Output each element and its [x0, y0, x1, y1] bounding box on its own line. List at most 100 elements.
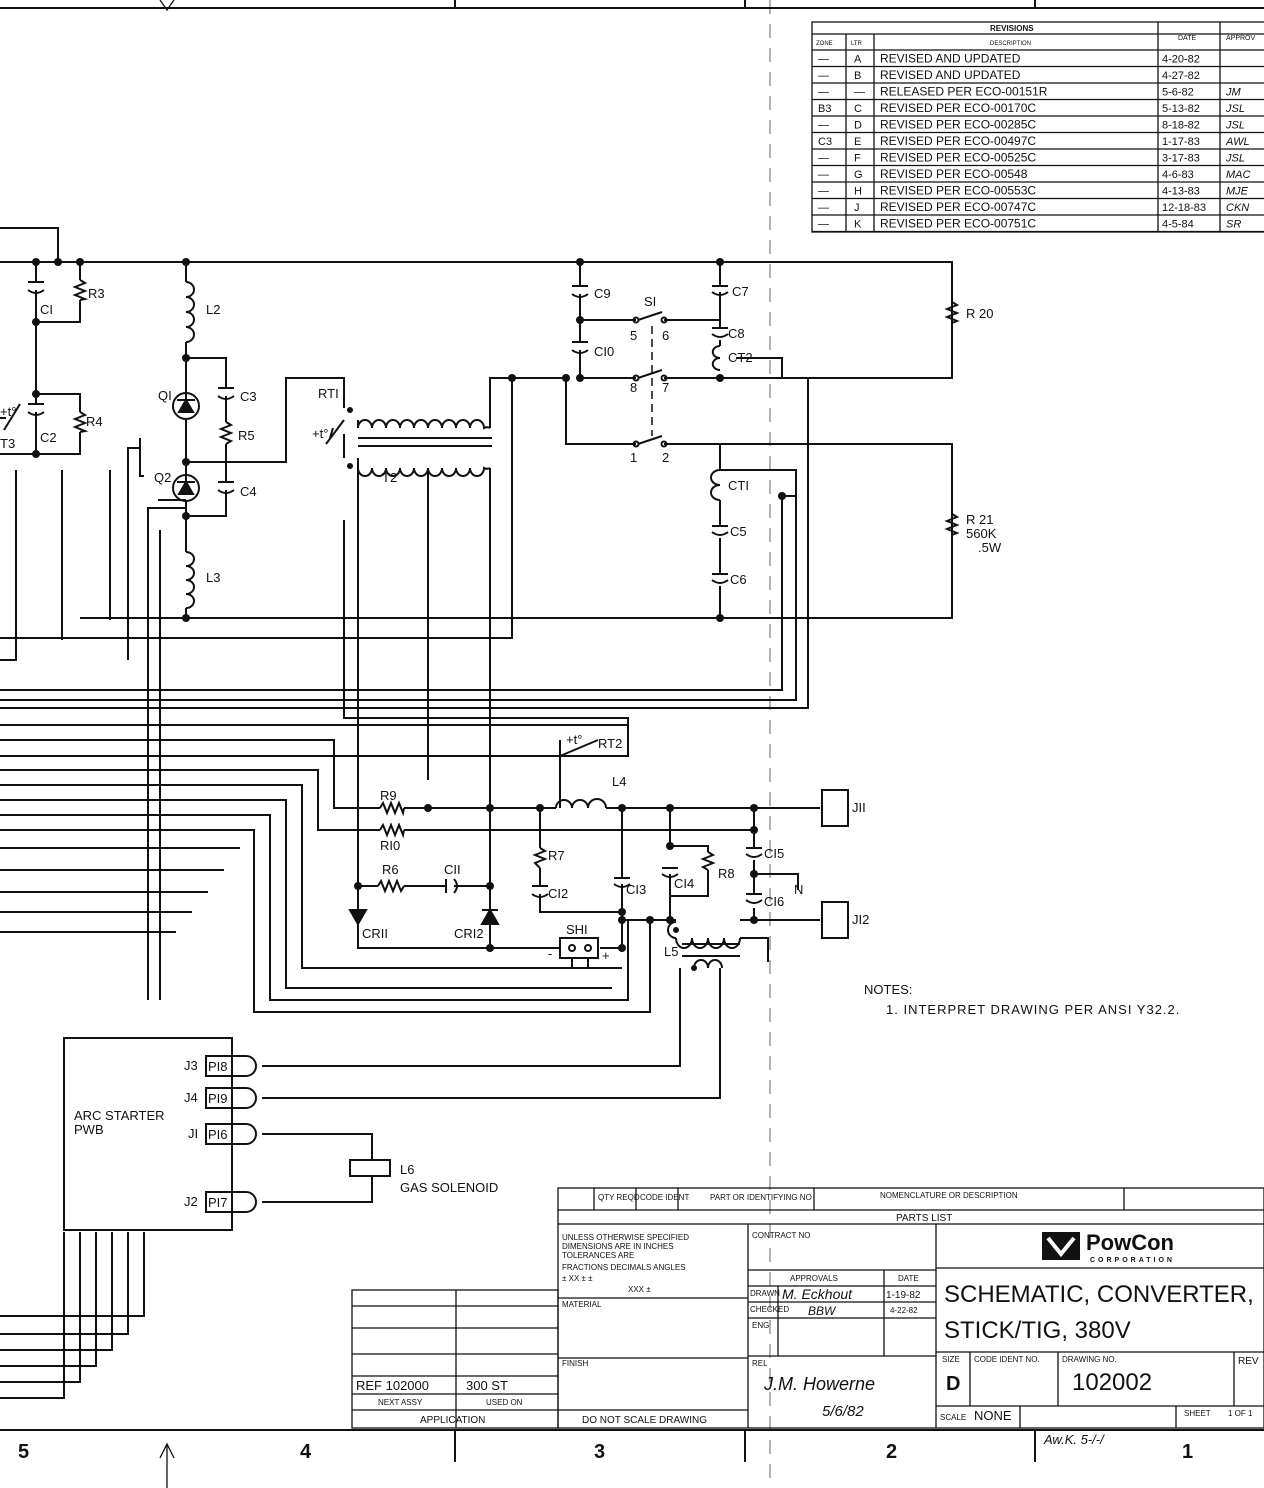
rev-row-desc: REVISED PER ECO-00497C — [880, 134, 1036, 148]
zone-label-1: 1 — [1182, 1441, 1193, 1463]
drawing-title-1: SCHEMATIC, CONVERTER, — [944, 1281, 1254, 1308]
label-s1-pin6: 6 — [662, 328, 669, 343]
label-j12: JI2 — [852, 912, 869, 927]
label-s1-pin1: 1 — [630, 450, 637, 465]
company-sub: CORPORATION — [1090, 1257, 1175, 1264]
label-c4: C4 — [240, 484, 257, 499]
tb-do-not-scale: DO NOT SCALE DRAWING — [582, 1415, 707, 1426]
tb-code-ident: CODE IDENT NO. — [974, 1355, 1040, 1364]
connector-p17: PI7 — [208, 1195, 228, 1210]
rev-row-date: 5-6-82 — [1162, 87, 1194, 99]
tol-3: TOLERANCES ARE — [562, 1251, 634, 1260]
tol-5: ± XX ± ± — [562, 1274, 593, 1283]
label-q2: Q2 — [154, 470, 171, 485]
label-c2: C2 — [40, 430, 57, 445]
label-c9: C9 — [594, 286, 611, 301]
rev-row-desc: REVISED PER ECO-00170C — [880, 101, 1036, 115]
rev-row-approval: MAC — [1226, 169, 1251, 181]
notes-title: NOTES: — [864, 982, 912, 997]
capacitor-symbols — [27, 281, 763, 904]
connector-j4: J4 — [184, 1090, 198, 1105]
rev-header-zone: ZONE — [816, 41, 833, 47]
arc-starter-label-1: ARC STARTER — [74, 1108, 165, 1123]
label-cr12: CRI2 — [454, 926, 484, 941]
label-s1: SI — [644, 294, 656, 309]
rev-row-ltr: F — [854, 153, 861, 165]
tb-checked-date: 4-22-82 — [890, 1306, 918, 1315]
tb-dwg-no: 102002 — [1072, 1369, 1152, 1396]
rev-row-ltr: — — [854, 87, 865, 99]
tb-contract-no: CONTRACT NO — [752, 1231, 811, 1240]
junction-dots — [32, 258, 786, 971]
label-s1-pin5: 5 — [630, 328, 637, 343]
label-sh1-plus: + — [602, 948, 610, 963]
rev-row-date: 4-5-84 — [1162, 219, 1194, 231]
tb-scale-label: SCALE — [940, 1413, 966, 1422]
label-c16: CI6 — [764, 894, 784, 909]
tb-material: MATERIAL — [562, 1300, 602, 1309]
tb-rel: REL — [752, 1359, 768, 1368]
rev-row-zone: — — [818, 219, 829, 231]
tb-size: D — [946, 1373, 960, 1395]
rev-row-ltr: C — [854, 103, 862, 115]
label-r5: R5 — [238, 428, 255, 443]
rev-row-approval: JSL — [1225, 103, 1245, 115]
label-rt1-sym: +t° — [312, 426, 328, 441]
rev-row-ltr: A — [854, 54, 862, 66]
tb-checked: CHECKED — [750, 1305, 789, 1314]
label-s1-pin8: 8 — [630, 380, 637, 395]
rev-row-zone: — — [818, 186, 829, 198]
arc-starter-pwb — [63, 1037, 257, 1231]
component-labels: CI R3 L2 QI C3 R5 Q2 C4 L3 R4 C2 T3 +t° … — [0, 284, 1002, 1195]
label-rt2-sym: +t° — [566, 732, 582, 747]
rev-row-desc: REVISED PER ECO-00525C — [880, 151, 1036, 165]
rev-row-date: 12-18-83 — [1162, 202, 1206, 214]
tb-rev-label: REV — [1238, 1356, 1259, 1367]
connector-p19: PI9 — [208, 1091, 228, 1106]
tb-rel-by: J.M. Howerne — [763, 1374, 875, 1394]
pl-part: PART OR IDENTIFYING NO — [710, 1193, 812, 1202]
rev-row-approval: MJE — [1226, 186, 1249, 198]
label-ct1: CTI — [728, 478, 749, 493]
label-l4: L4 — [612, 774, 626, 789]
label-cr11: CRII — [362, 926, 388, 941]
note-1: 1. INTERPRET DRAWING PER ANSI Y32.2. — [886, 1002, 1180, 1017]
label-r6: R6 — [382, 862, 399, 877]
connector-p16: PI6 — [208, 1127, 228, 1142]
rev-row-desc: REVISED PER ECO-00553C — [880, 184, 1036, 198]
tb-checked-by: BBW — [808, 1304, 837, 1318]
rev-row-date: 4-13-83 — [1162, 186, 1200, 198]
rev-row-zone: — — [818, 54, 829, 66]
rev-row-ltr: J — [854, 202, 860, 214]
label-r21: R 21 — [966, 512, 993, 527]
rev-row-ltr: H — [854, 186, 862, 198]
tb-date-hdr: DATE — [898, 1274, 919, 1283]
rev-row-desc: REVISED AND UPDATED — [880, 68, 1021, 82]
rev-row-approval: JM — [1225, 87, 1242, 99]
label-c3: C3 — [240, 389, 257, 404]
label-sh1: SHI — [566, 922, 588, 937]
inductor-symbols — [185, 281, 741, 969]
rev-row-desc: RELEASED PER ECO-00151R — [880, 85, 1048, 99]
label-c10: CI0 — [594, 344, 614, 359]
label-l6: L6 — [400, 1162, 414, 1177]
label-r3: R3 — [88, 286, 105, 301]
rev-row-ltr: K — [854, 219, 862, 231]
rev-row-zone: — — [818, 87, 829, 99]
app-used-on: USED ON — [486, 1398, 523, 1407]
label-r10: RI0 — [380, 838, 400, 853]
rev-row-zone: B3 — [818, 103, 831, 115]
label-n: N — [794, 882, 803, 897]
rev-row-approval: JSL — [1225, 120, 1245, 132]
pl-code: CODE IDENT — [640, 1193, 689, 1202]
label-c5: C5 — [730, 524, 747, 539]
label-r8: R8 — [718, 866, 735, 881]
tol-4: FRACTIONS DECIMALS ANGLES — [562, 1263, 686, 1272]
rev-row-desc: REVISED AND UPDATED — [880, 52, 1021, 66]
tb-drawn-date: 1-19-82 — [886, 1290, 921, 1301]
rev-row-date: 8-18-82 — [1162, 120, 1200, 132]
title-block-lines — [351, 1187, 1264, 1429]
zone-label-3: 3 — [594, 1441, 605, 1463]
